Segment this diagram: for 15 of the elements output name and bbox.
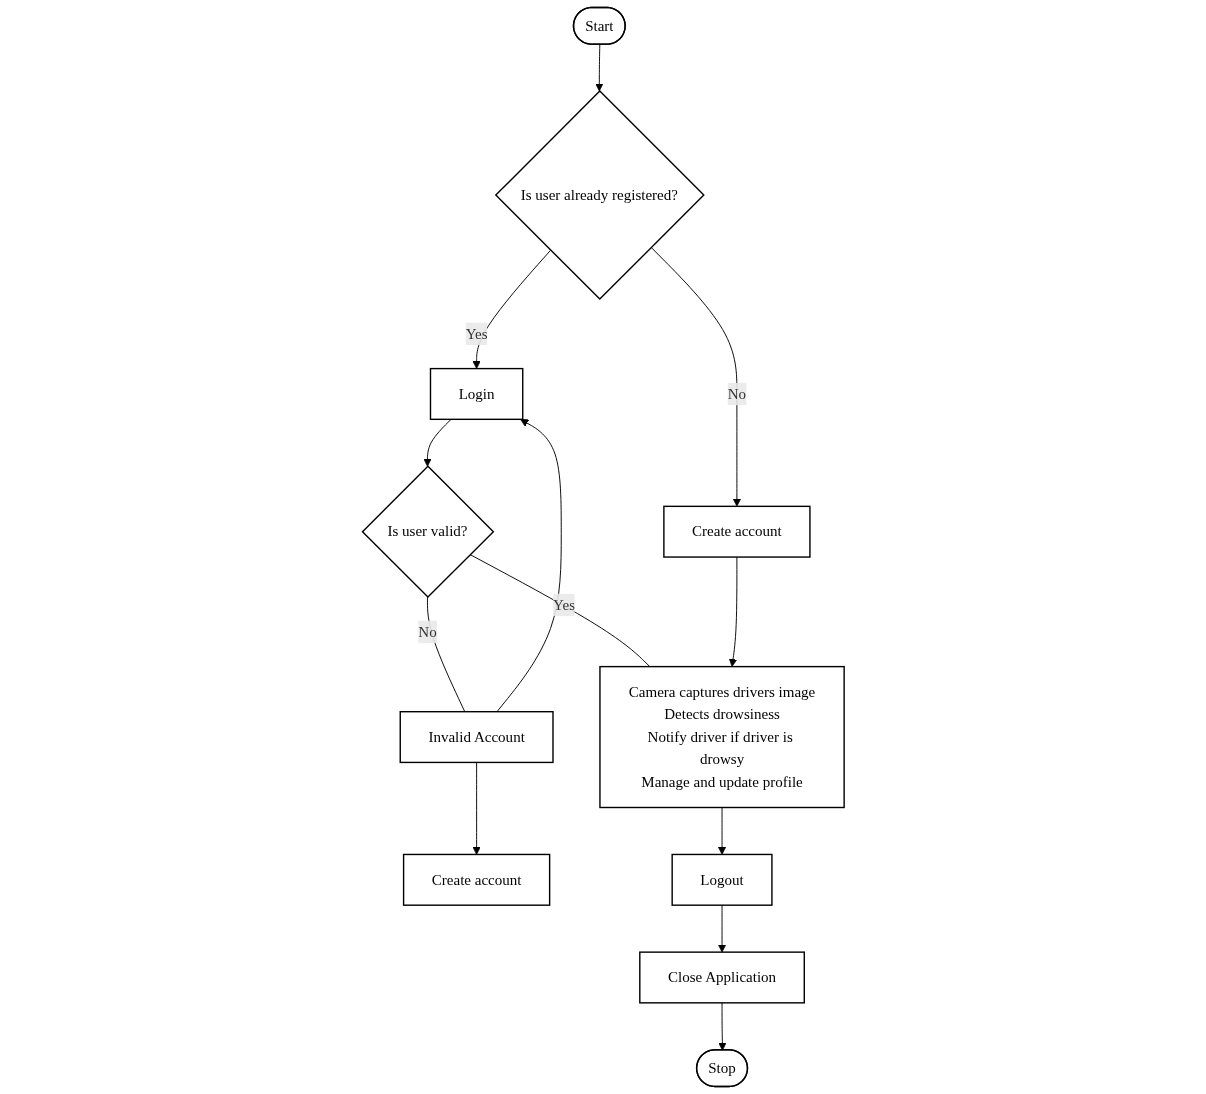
edge-label: Yes xyxy=(465,325,488,342)
node-box: Close Application xyxy=(638,951,805,1004)
node-box: Login xyxy=(429,367,524,421)
connector xyxy=(469,554,650,668)
node-box: Logout xyxy=(671,853,773,906)
node-box: Create account xyxy=(402,853,550,906)
node-diamond: Is user already registered? xyxy=(494,90,705,301)
node-box: Camera captures drivers image Detects drowsiness Notify driver if driver is drowsy Manage and update profile xyxy=(598,665,845,809)
node-box: Create account xyxy=(662,505,811,558)
edge-label: No xyxy=(417,623,437,640)
node-box: Invalid Account xyxy=(399,711,554,764)
connector xyxy=(426,596,465,713)
edge-label: No xyxy=(727,385,746,402)
edge-label: Yes xyxy=(552,596,575,613)
node-diamond: Is user valid? xyxy=(361,465,495,599)
